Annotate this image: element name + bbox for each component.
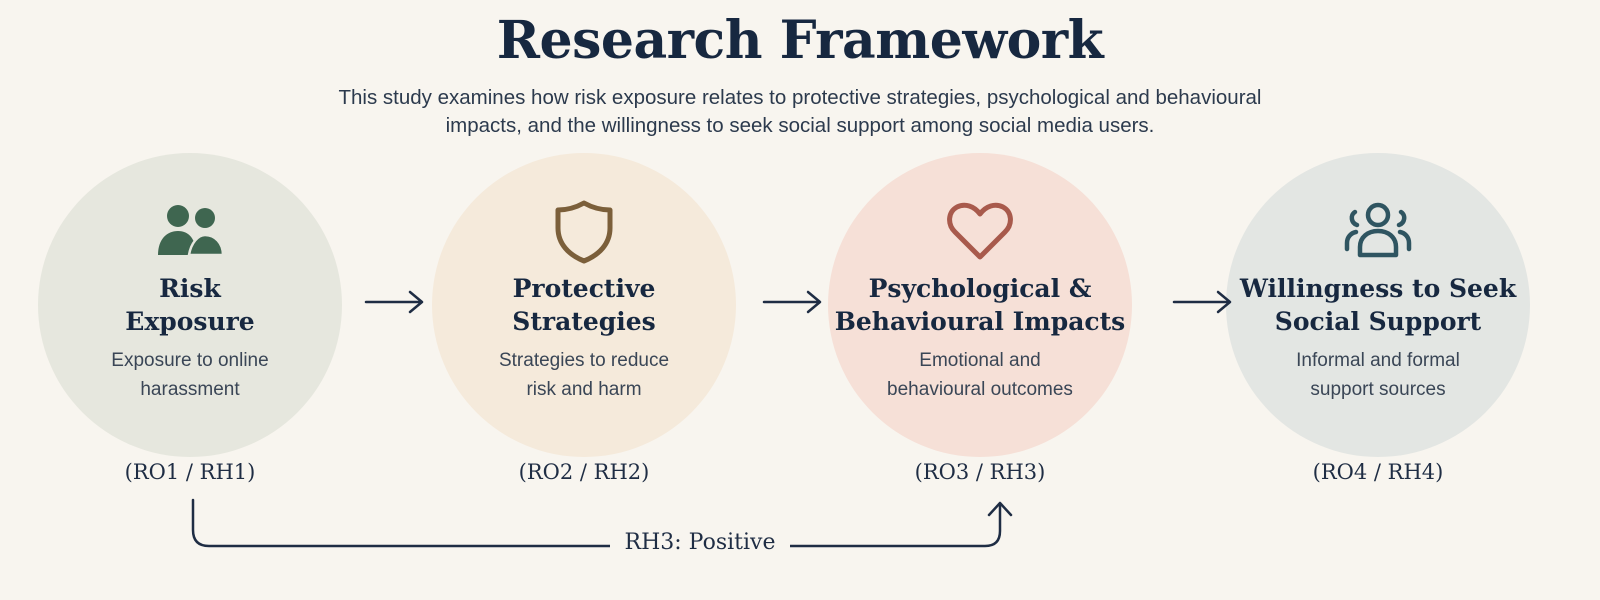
node-willingness-social-support: Willingness to Seek Social Support Infor…: [1226, 153, 1530, 457]
node-desc-line1: Strategies to reduce: [498, 350, 670, 371]
node-psychological-behavioural-impacts: Psychological & Behavioural Impacts Emot…: [828, 153, 1132, 457]
node-risk-exposure: Risk Exposure Exposure to online harassm…: [38, 153, 342, 457]
node-title-line2: Strategies: [512, 307, 656, 336]
node-desc-line1: Exposure to online: [111, 350, 269, 371]
node-desc-line2: support sources: [1310, 379, 1446, 400]
node-desc-line1: Informal and formal: [1296, 350, 1460, 371]
node-desc-line1: Emotional and: [919, 350, 1041, 371]
node-title-line1: Protective: [512, 274, 656, 303]
node-code: (RO4 / RH4): [1312, 460, 1444, 484]
node-code: (RO3 / RH3): [914, 460, 1046, 484]
group-icon: [1343, 197, 1413, 267]
node-title: Willingness to Seek Social Support: [1226, 272, 1530, 338]
arrow-right-icon: [364, 290, 426, 314]
node-desc-line2: harassment: [140, 379, 240, 400]
page-subtitle: This study examines how risk exposure re…: [338, 86, 1262, 137]
node-title-line1: Willingness to Seek: [1239, 274, 1517, 303]
node-description: Strategies to reduce risk and harm: [474, 346, 694, 404]
arrow-right-icon: [762, 290, 824, 314]
node-title-line2: Behavioural Impacts: [834, 307, 1126, 336]
node-title-line1: Psychological &: [868, 274, 1092, 303]
arrow-right-icon: [1172, 290, 1234, 314]
node-title: Protective Strategies: [432, 272, 736, 338]
node-title: Risk Exposure: [38, 272, 342, 338]
node-protective-strategies: Protective Strategies Strategies to redu…: [432, 153, 736, 457]
node-code: (RO2 / RH2): [518, 460, 650, 484]
node-desc-line2: risk and harm: [526, 379, 642, 400]
node-description: Informal and formal support sources: [1268, 346, 1488, 404]
node-title-line1: Risk: [159, 274, 221, 303]
node-title-line2: Social Support: [1274, 307, 1482, 336]
node-description: Exposure to online harassment: [80, 346, 300, 404]
node-desc-line2: behavioural outcomes: [887, 379, 1073, 400]
people-icon: [155, 197, 225, 267]
shield-icon: [549, 197, 619, 267]
page-title: Research Framework: [496, 10, 1104, 71]
node-title-line2: Exposure: [125, 307, 255, 336]
node-code: (RO1 / RH1): [124, 460, 256, 484]
node-description: Emotional and behavioural outcomes: [870, 346, 1090, 404]
connector-label: RH3: Positive: [610, 530, 790, 555]
node-title: Psychological & Behavioural Impacts: [828, 272, 1132, 338]
heart-icon: [945, 197, 1015, 267]
